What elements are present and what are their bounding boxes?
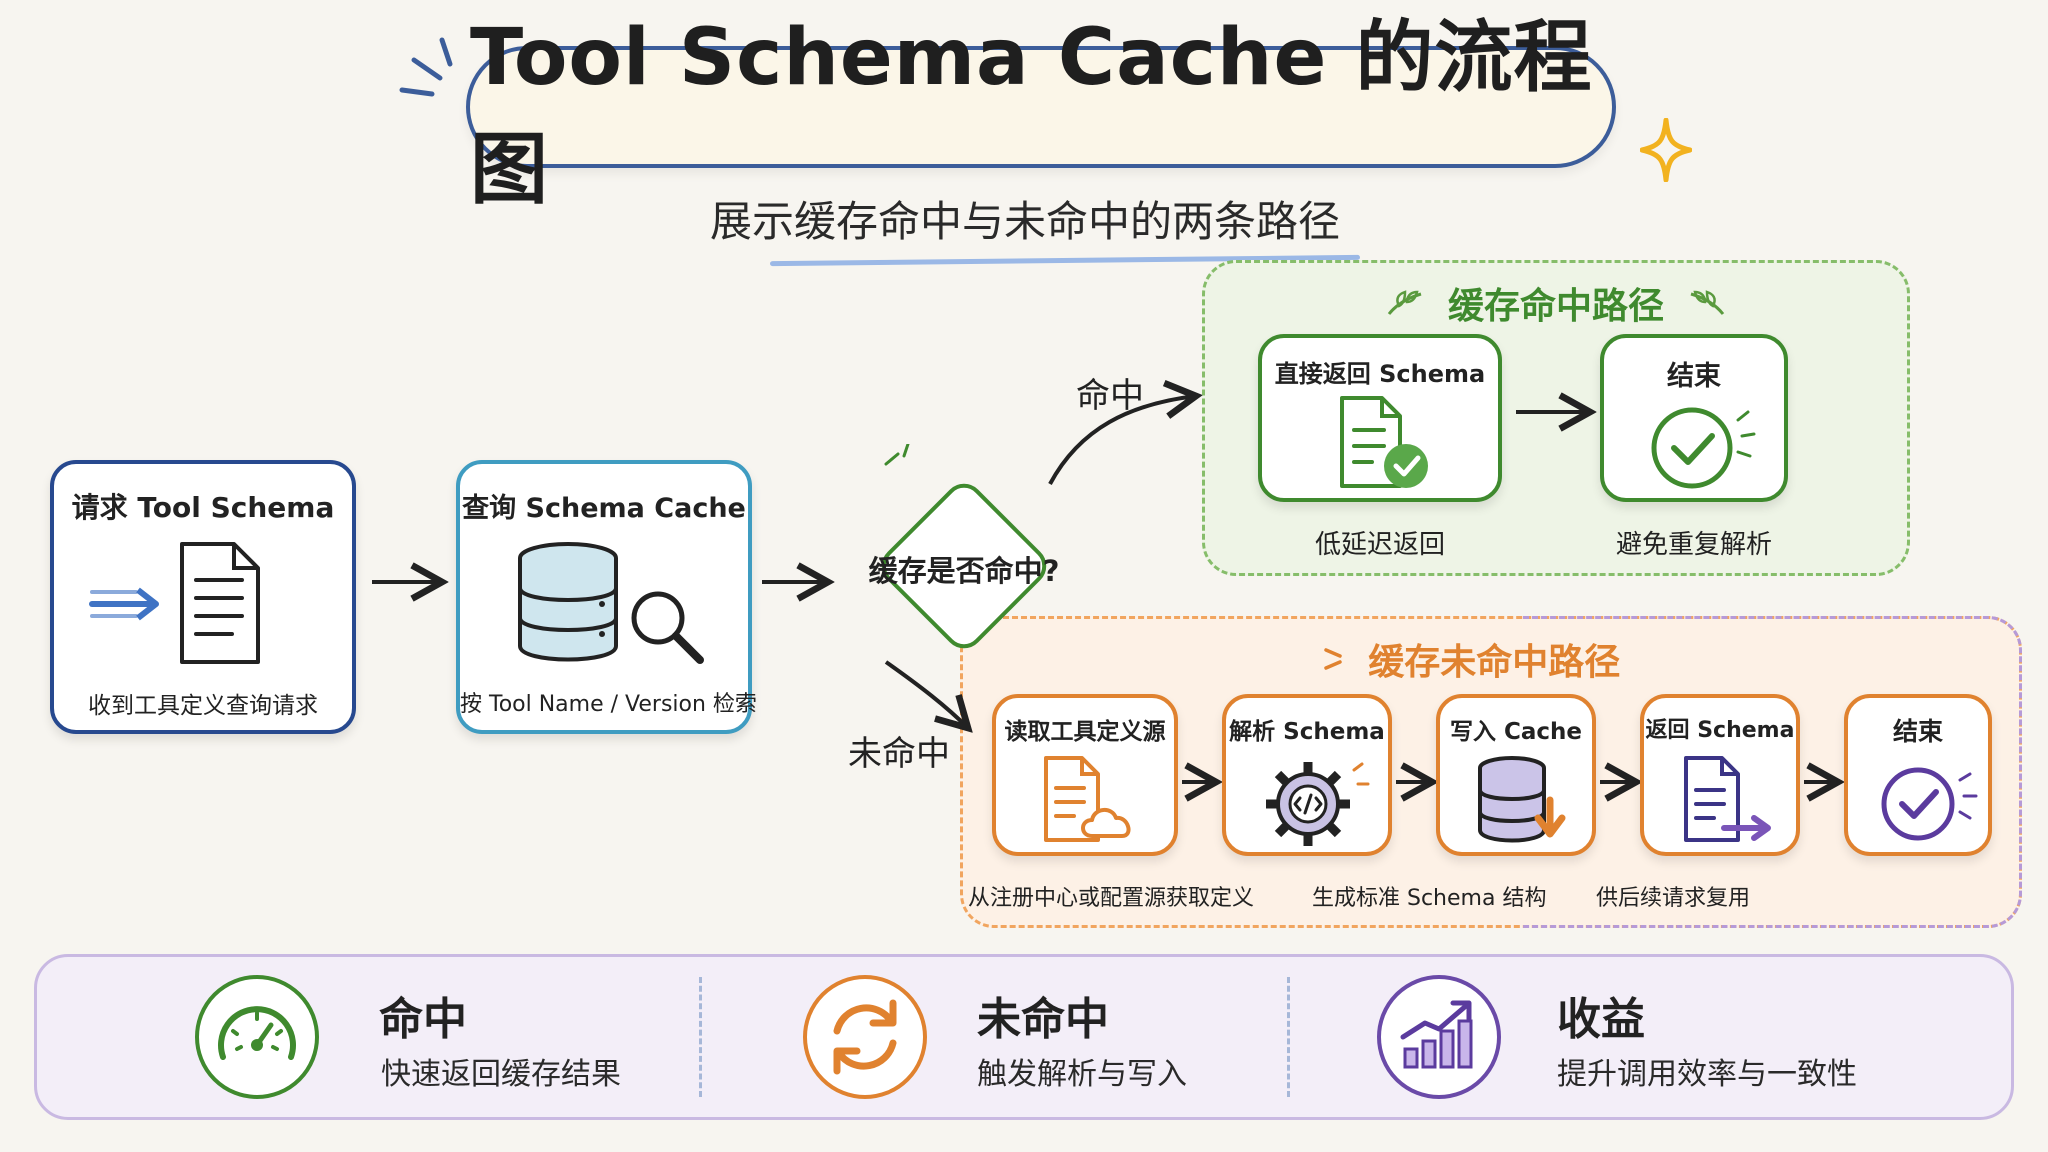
summary-miss-text: 触发解析与写入: [977, 1057, 1187, 1092]
hit-end-title: 结束: [1667, 361, 1721, 392]
hit-return-caption: 低延迟返回: [1314, 530, 1445, 560]
arrow-hit: [1048, 396, 1196, 485]
miss-step-read-card: 读取工具定义源: [992, 694, 1178, 856]
hit-end-card: 结束: [1600, 334, 1788, 502]
summary-divider: [699, 977, 702, 1097]
decision-label: 缓存是否命中?: [868, 554, 1060, 588]
miss-caption-parse: 生成标准 Schema 结构: [1312, 886, 1547, 911]
edge-label-hit: 命中: [1076, 376, 1144, 416]
title-banner: Tool Schema Cache 的流程图: [466, 13, 1616, 215]
growth-chart-icon: [1400, 1000, 1473, 1069]
title-decoration-icon: [398, 32, 458, 106]
page-title: Tool Schema Cache 的流程图: [470, 13, 1593, 215]
summary-hit-text: 快速返回缓存结果: [381, 1057, 621, 1092]
sparkle-icon: [1639, 117, 1693, 186]
hit-end-caption: 避免重复解析: [1615, 530, 1772, 560]
check-circle-icon: [1880, 762, 1980, 850]
document-icon: [84, 538, 324, 672]
miss-step-write-card: 写入 Cache: [1436, 694, 1596, 856]
summary-benefit-title: 收益: [1557, 994, 1645, 1045]
summary-hit-badge: [195, 975, 319, 1099]
miss-step-write-title: 写入 Cache: [1449, 719, 1582, 745]
document-cloud-icon: [1040, 756, 1150, 850]
hit-return-card: 直接返回 Schema: [1258, 334, 1502, 502]
code-gear-icon: [1262, 754, 1372, 854]
miss-caption-source: 从注册中心或配置源获取定义: [968, 886, 1255, 911]
refresh-icon: [833, 999, 897, 1075]
summary-miss-title: 未命中: [977, 994, 1109, 1045]
summary-benefit-text: 提升调用效率与一致性: [1557, 1057, 1857, 1092]
edge-label-miss: 未命中: [848, 734, 950, 774]
summary-benefit-badge: [1377, 975, 1501, 1099]
step-query-title: 查询 Schema Cache: [462, 493, 746, 524]
leaf-icon: [1690, 290, 1724, 315]
miss-step-end-card: 结束: [1844, 694, 1992, 856]
miss-step-parse-title: 解析 Schema: [1229, 719, 1385, 745]
summary-miss-badge: [803, 975, 927, 1099]
step-request-title: 请求 Tool Schema: [71, 491, 335, 524]
speedometer-icon: [218, 1006, 296, 1060]
miss-step-read-title: 读取工具定义源: [1004, 719, 1166, 745]
summary-panel: 命中 快速返回缓存结果 未命中 触发解析与写入 收益 提升调用效率与一致性: [34, 954, 2014, 1120]
step-query-card: 查询 Schema Cache 按 Tool Name / Version 检索: [456, 460, 757, 734]
database-download-icon: [1476, 756, 1576, 850]
check-circle-icon: [1650, 402, 1760, 496]
miss-step-parse-card: 解析 Schema: [1222, 694, 1392, 856]
summary-divider: [1287, 977, 1290, 1097]
step-request-card: 请求 Tool Schema 收到工具定义查询请求: [50, 460, 356, 734]
step-query-caption: 按 Tool Name / Version 检索: [460, 692, 757, 717]
miss-caption-reuse: 供后续请求复用: [1596, 886, 1751, 911]
decision-diamond: 缓存是否命中?: [834, 444, 1094, 694]
emphasis-mark-icon: [1323, 648, 1342, 670]
miss-step-return-title: 返回 Schema: [1645, 718, 1795, 743]
database-search-icon: [510, 538, 710, 672]
hit-path-label: 缓存命中路径: [1447, 286, 1664, 327]
step-request-caption: 收到工具定义查询请求: [88, 693, 318, 719]
document-check-icon: [1336, 394, 1436, 498]
summary-hit-title: 命中: [379, 994, 467, 1045]
arrow-miss: [884, 660, 968, 728]
leaf-icon: [1388, 290, 1422, 315]
miss-step-end-title: 结束: [1892, 717, 1943, 746]
hit-return-title: 直接返回 Schema: [1274, 360, 1486, 388]
document-arrow-icon: [1680, 756, 1790, 850]
subtitle: 展示缓存命中与未命中的两条路径: [709, 197, 1340, 246]
miss-step-return-card: 返回 Schema: [1640, 694, 1800, 856]
